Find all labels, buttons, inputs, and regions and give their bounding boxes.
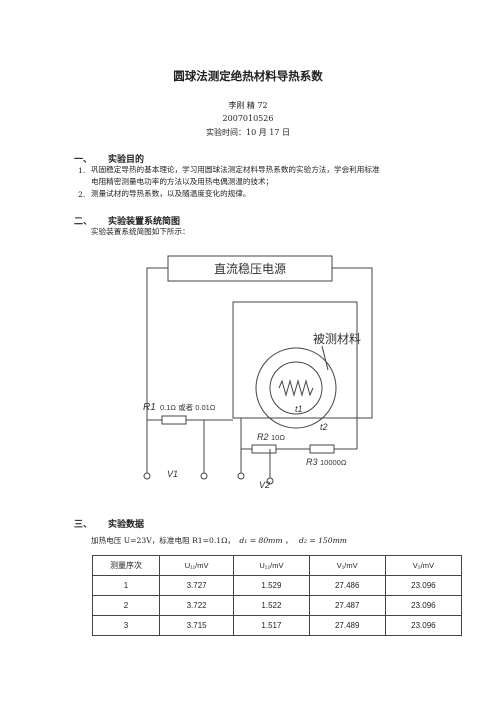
r1-label: R1 [143, 402, 156, 413]
power-supply-box [167, 255, 333, 282]
section-1-number: 一、 [74, 155, 93, 165]
r3-resistor [309, 444, 335, 454]
author-line: 李刚 精 72 [228, 101, 268, 110]
table-cell: 1.517 [233, 615, 310, 636]
v2-terminal-left [237, 472, 245, 480]
table-header-cell: 测量序次 [92, 555, 160, 576]
table-header-row: 测量序次 U₁₁/mV U₁₂/mV V₁/mV V₂/mV [92, 555, 463, 576]
r2-label: R2 [257, 432, 269, 442]
r3-label: R3 [306, 457, 318, 467]
table-row: 2 3.722 1.522 27.487 23.096 [92, 595, 463, 616]
table-header-cell: V₁/mV [308, 555, 386, 576]
table-cell: 2 [92, 595, 160, 616]
v2-terminal-right [266, 477, 274, 485]
section-2-title: 实验装置系统简图 [108, 217, 181, 227]
objective-2-line-1: 测量试材的导热系数，以及随温度变化的规律。 [91, 189, 251, 198]
objective-1-line-2: 电阻精密测量电功率的方法以及用热电偶测温的技术； [91, 177, 274, 186]
table-cell: 27.487 [308, 595, 386, 616]
data-intro-separator: ， [284, 536, 293, 545]
table-cell: 23.096 [384, 575, 463, 596]
d2-value: d₂ = 150mm [299, 536, 347, 545]
data-intro-text: 加热电压 U=23V，标准电阻 R1=0.1Ω， [91, 536, 235, 545]
section-2-number: 二、 [74, 217, 93, 227]
table-row: 3 3.715 1.517 27.489 23.096 [92, 615, 463, 636]
power-supply-label: 直流稳压电源 [214, 261, 286, 276]
objective-1-number: 1. [78, 166, 86, 175]
section-3-number: 三、 [74, 520, 93, 530]
table-cell: 3.722 [158, 595, 235, 616]
table-header-cell: V₂/mV [384, 555, 463, 576]
r2-value: 10Ω [271, 433, 285, 442]
table-cell: 1.522 [233, 595, 310, 616]
r1-resistor [161, 415, 187, 425]
objective-1-line-1: 巩固稳定导热的基本理论，学习用圆球法测定材料导热系数的实验方法，学会利用标准 [91, 165, 380, 174]
table-cell: 1 [92, 575, 160, 596]
objective-2-number: 2. [78, 190, 86, 199]
inner-loop [232, 301, 358, 419]
diagram-intro: 实验装置系统简图如下所示： [91, 227, 190, 236]
section-1-title: 实验目的 [108, 155, 145, 165]
r2-resistor [251, 444, 277, 454]
section-3-title: 实验数据 [108, 520, 145, 530]
table-row: 1 3.727 1.529 27.486 23.096 [92, 575, 463, 596]
material-pointer [321, 345, 329, 371]
inner-sphere [269, 361, 323, 415]
v2-label: V2 [259, 480, 270, 490]
r1-value: 0.1Ω 或者 0.01Ω [160, 402, 216, 412]
table-cell: 27.486 [308, 575, 386, 596]
outer-sphere [255, 347, 337, 429]
data-intro: 加热电压 U=23V，标准电阻 R1=0.1Ω， d₁ = 80mm ， d₂ … [91, 535, 347, 547]
v1-terminal-left [143, 472, 151, 480]
material-label: 被测材料 [313, 332, 361, 346]
table-header-cell: U₁₁/mV [158, 555, 235, 576]
wire-right [332, 267, 373, 419]
table-header-cell: U₁₂/mV [233, 555, 310, 576]
student-id: 2007010526 [222, 114, 274, 123]
table-cell: 23.096 [384, 595, 463, 616]
data-table: 测量序次 U₁₁/mV U₁₂/mV V₁/mV V₂/mV 1 3.727 1… [92, 555, 463, 636]
r3-value: 10000Ω [320, 458, 347, 467]
experiment-date: 实验时间：10 月 17 日 [206, 128, 290, 137]
table-cell: 3.715 [158, 615, 235, 636]
heater-zigzag [278, 379, 314, 397]
v1-terminal-right [200, 472, 208, 480]
table-cell: 3 [92, 615, 160, 636]
table-cell: 3.727 [158, 575, 235, 596]
wire-left [146, 267, 168, 473]
v1-label: V1 [167, 469, 178, 479]
t2-label: t2 [320, 422, 328, 432]
page-title: 圆球法测定绝热材料导热系数 [173, 69, 323, 83]
table-cell: 1.529 [233, 575, 310, 596]
d1-value: d₁ = 80mm [239, 536, 283, 545]
table-cell: 23.096 [384, 615, 463, 636]
t1-label: t1 [295, 404, 303, 414]
table-cell: 27.489 [308, 615, 386, 636]
